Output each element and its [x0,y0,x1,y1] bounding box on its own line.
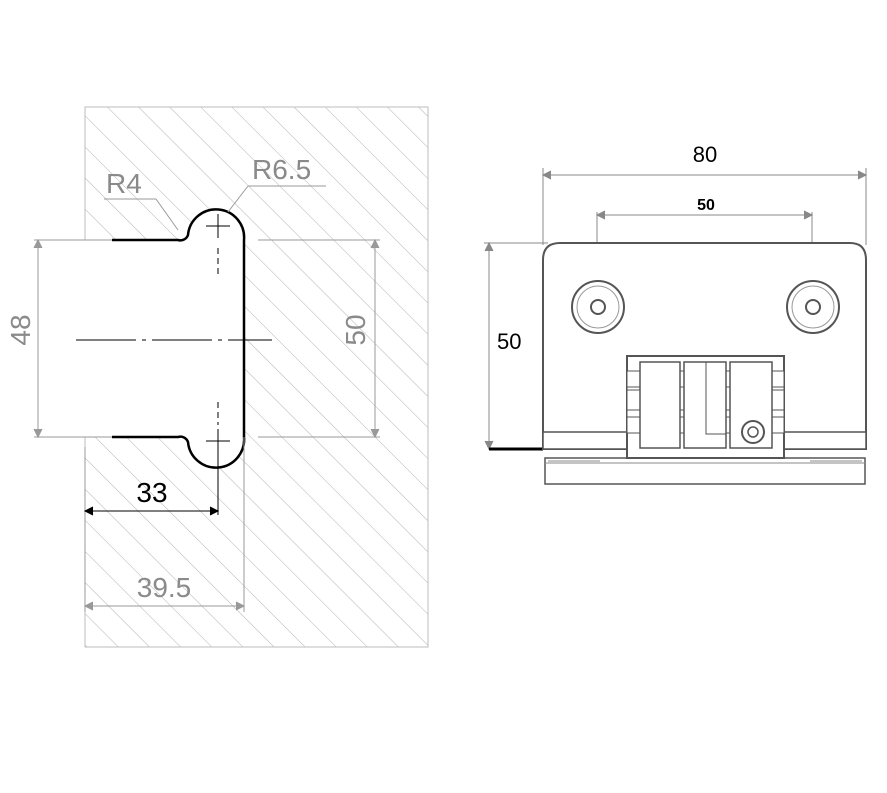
mounting-hole-left [571,280,625,334]
r6-5-leader [227,185,326,213]
hinge-drawing: 80 50 50 [484,142,868,485]
glass-clamp-plate [544,457,866,485]
dim-39-5-label: 39.5 [137,572,192,603]
adjustment-screw [741,420,765,444]
dim-50-height-label: 50 [497,329,521,354]
mounting-hole-right [786,280,840,334]
notch-opening [84,241,112,436]
dim-80 [541,168,868,245]
dim-33-label: 33 [136,477,167,508]
dim-80-label: 80 [693,142,717,167]
dim-39-5 [83,437,246,612]
dim-50-height [484,241,548,451]
dim-50-holes-label: 50 [697,197,715,214]
r4-leader [104,198,179,231]
glass-cutout-drawing: 48 50 R4 R6.5 33 [5,106,429,648]
r4-label: R4 [106,168,142,199]
hole-center-marks [206,214,230,453]
dim-50-left-label: 50 [340,314,371,345]
dim-33 [83,447,220,612]
dim-50-left [258,238,380,439]
notch-outline [112,208,246,469]
dim-48 [33,238,112,439]
hinge-knuckle [626,355,785,459]
dim-48-label: 48 [5,314,36,345]
r6-5-label: R6.5 [252,154,311,185]
hinge-plate [542,242,867,450]
